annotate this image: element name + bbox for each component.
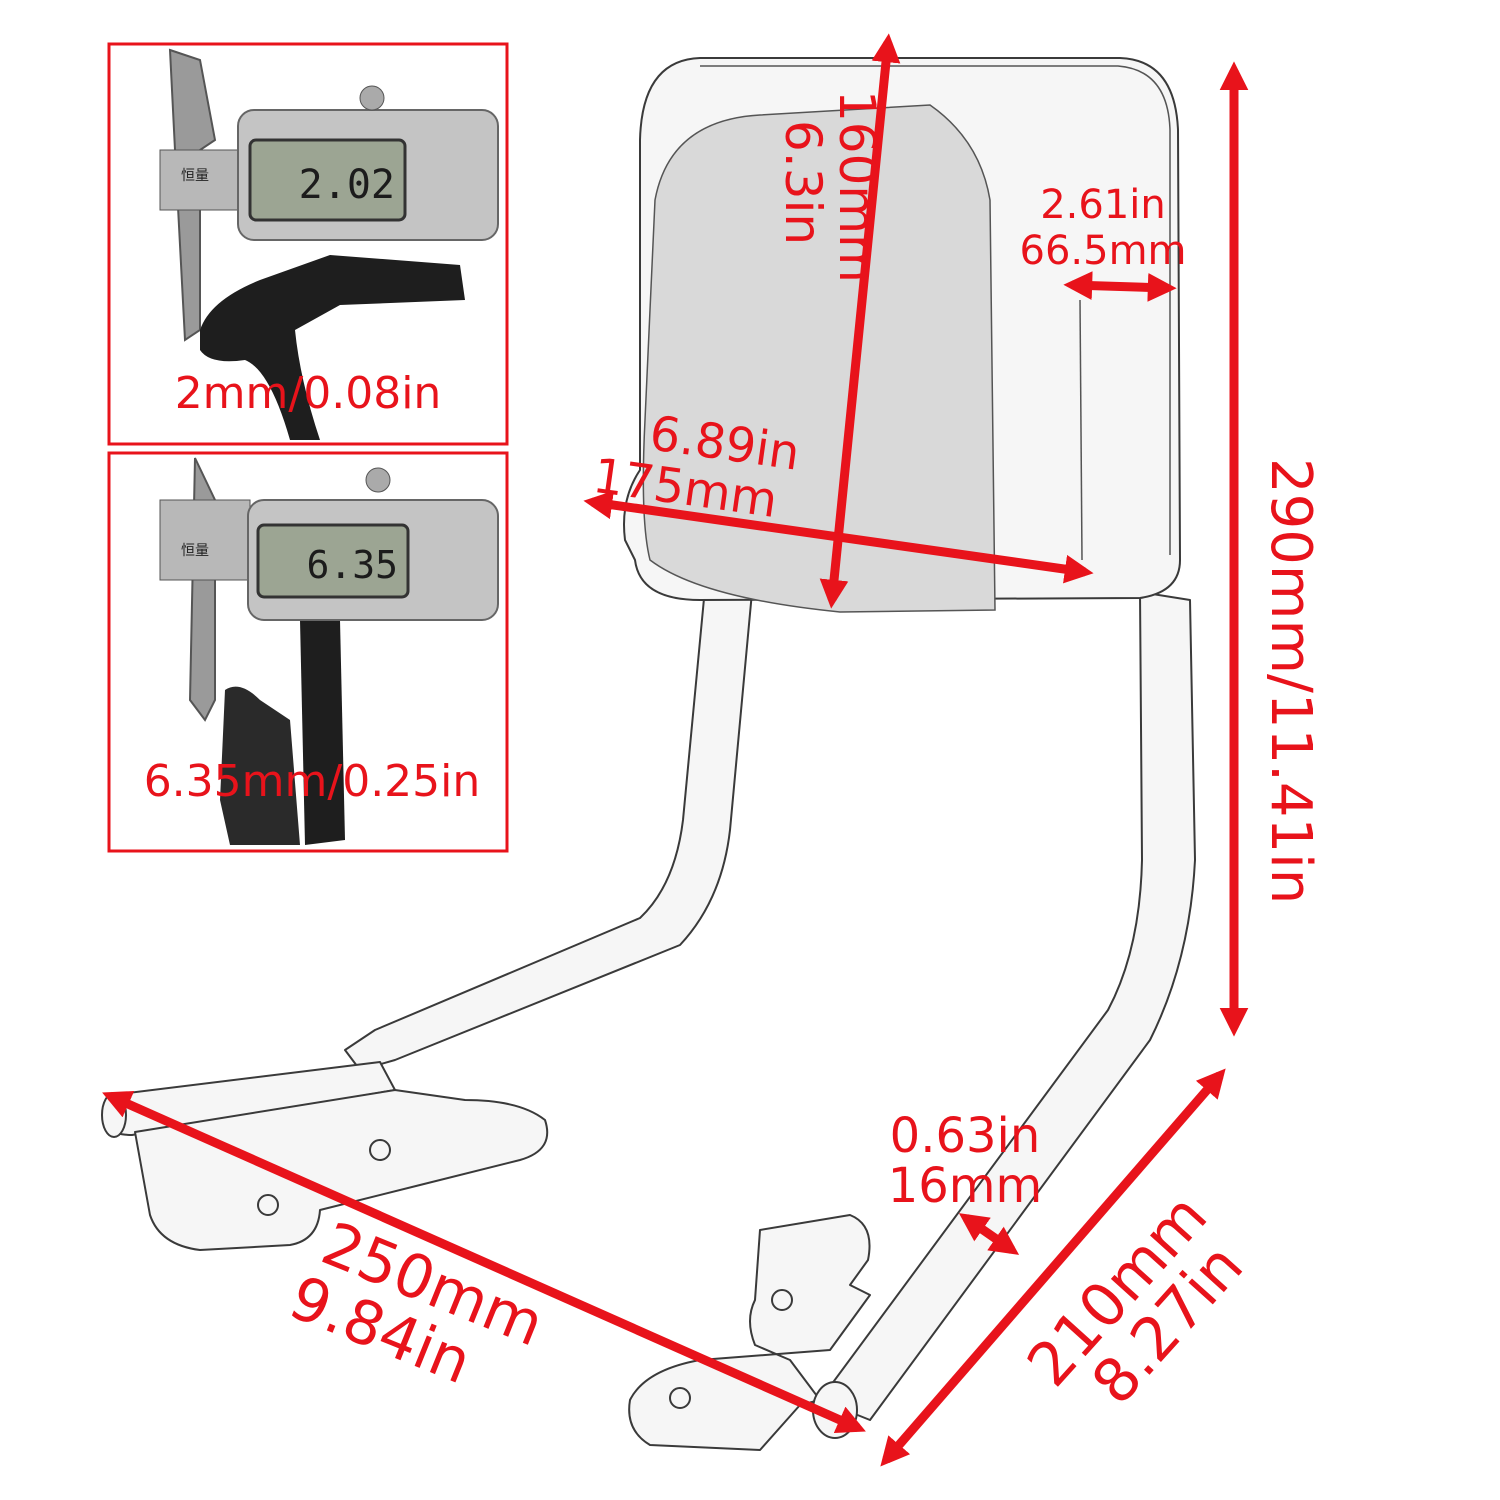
inset-thickness-6-35mm: 6.35 恒量 6.35mm/0.25in <box>107 451 509 853</box>
inset-thickness-2mm: 2.02 恒量 2mm/0.08in <box>107 42 509 446</box>
inset-2-caption: 6.35mm/0.25in <box>144 756 481 807</box>
left-plate-hole-1 <box>369 1139 391 1161</box>
pad-height-mm: 160mm <box>828 90 886 283</box>
thumb-wheel-icon-2 <box>365 467 391 493</box>
left-length-arrow <box>102 1091 866 1433</box>
left-plate-hole-2 <box>257 1194 279 1216</box>
right-plate-hole-1 <box>771 1289 793 1311</box>
pad-width-arrow <box>583 490 1094 584</box>
caliper-beam <box>159 149 251 211</box>
tube-diameter-in: 0.63in <box>890 1108 1041 1164</box>
caliper-scale-label-2: 恒量 <box>181 543 209 559</box>
caliper-lcd <box>248 138 407 222</box>
inset-1-frame <box>107 42 509 446</box>
caliper-jaw-icon-2 <box>188 457 216 722</box>
caliper-scale-label: 恒量 <box>181 168 209 184</box>
thumb-wheel-icon <box>359 85 385 111</box>
pad-depth-arrow <box>1063 271 1177 302</box>
pad-depth-mm: 66.5mm <box>1020 228 1187 274</box>
left-upright-tube <box>344 587 753 1071</box>
bracket-part-2 <box>300 620 345 845</box>
right-plate-hole-2 <box>669 1387 691 1409</box>
caliper-lcd-2 <box>256 523 410 599</box>
inset-2-frame <box>107 451 509 853</box>
caliper-lcd-value-2: 6.35 <box>306 543 398 587</box>
caliper-lcd-value: 2.02 <box>299 162 395 208</box>
tube-diameter-mm: 16mm <box>888 1158 1043 1214</box>
overall-height-label: 290mm/11.41in <box>1258 458 1323 904</box>
inset-1-caption: 2mm/0.08in <box>175 368 442 419</box>
pad-depth-in: 2.61in <box>1040 182 1166 228</box>
bracket-part <box>200 255 465 440</box>
caliper-beam-2 <box>159 499 251 581</box>
dimension-arrows <box>102 33 1249 1467</box>
backrest-pad-seam <box>700 65 1171 555</box>
bracket-part-2b <box>220 686 300 845</box>
pad-height-in: 6.3in <box>774 120 832 245</box>
right-length-arrow <box>880 1068 1226 1467</box>
